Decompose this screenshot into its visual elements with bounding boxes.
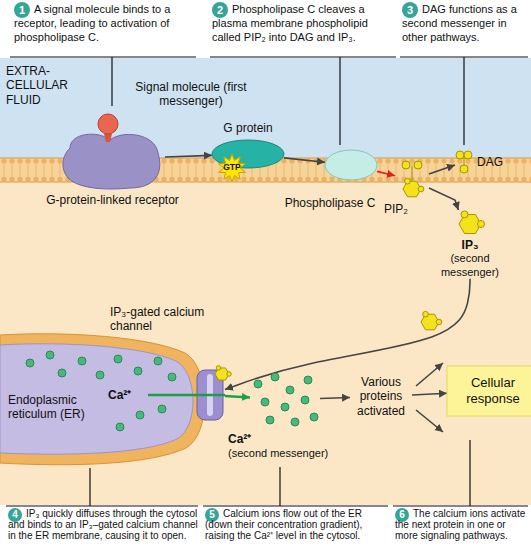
node-label: Phospholipase C: [275, 196, 385, 210]
flow-arrow: [320, 397, 350, 400]
flow-arrow: [412, 393, 447, 395]
receptor-shape: G-protein-linked receptor: [60, 128, 165, 190]
node-label: (second messenger): [420, 252, 520, 278]
flow-arrow: [225, 396, 250, 398]
organelle-shape: Endoplasmic reticulum (ER)IP₃-gated calc…: [0, 335, 205, 465]
callout-number: 2: [212, 2, 228, 18]
node-label: G-protein-linked receptor: [30, 193, 195, 207]
part-label: Ca²⁺: [108, 388, 131, 402]
part-label: EXTRA-CELLULAR FLUID: [6, 64, 72, 107]
part-label: GTP: [217, 162, 247, 172]
ip3-molecule-outline: [420, 210, 520, 238]
result-box: Cellular response: [447, 366, 531, 416]
lipid-molecule-outline: [395, 160, 429, 200]
ip3-molecule: IP₃(second messenger): [420, 210, 520, 279]
callout-number: 1: [14, 2, 30, 18]
callout-text: Calcium ions flow out of the ER (down th…: [205, 508, 387, 541]
callout-text: DAG functions as a second messenger in o…: [402, 2, 528, 44]
callout-text: IP₃ quickly diffuses through the cytosol…: [8, 508, 200, 541]
node-label: Ca²⁺: [228, 432, 348, 446]
lipid-molecule: DAG: [455, 150, 473, 174]
node-label: Various proteins activated: [350, 375, 412, 418]
enzyme-shape: Phospholipase C: [325, 150, 377, 180]
lipid-molecule: PIP₂: [395, 160, 429, 200]
ion-cluster: Ca²⁺(second messenger): [250, 372, 320, 427]
g-protein-shape: G protein: [212, 140, 284, 168]
ip3-molecule: [421, 311, 442, 329]
callout-text: The calcium ions activate the next prote…: [395, 508, 527, 541]
channel-shape-outline: [195, 370, 225, 420]
callout-text: Phospholipase C cleaves a plasma membran…: [212, 2, 398, 44]
node-label: G protein: [198, 121, 298, 135]
flow-arrow: [284, 158, 325, 162]
response-arrows: [416, 363, 443, 432]
callout-number: 3: [402, 2, 418, 18]
receptor-shape-outline: [60, 128, 165, 190]
cytosol: [0, 160, 531, 505]
flow-arrow: [429, 188, 458, 210]
flow-arrow: [377, 171, 395, 175]
ion-cluster-outline: [250, 372, 320, 427]
callout-text: A signal molecule binds to a receptor, l…: [14, 2, 196, 44]
enzyme-shape-outline: [325, 150, 377, 180]
node-label: (second messenger): [228, 447, 348, 460]
lipid-molecule-outline: [455, 150, 473, 174]
node-label: PIP₂: [381, 202, 411, 216]
node-label: DAG: [477, 155, 503, 169]
g-protein-shape-outline: [212, 140, 284, 168]
node-label: Cellular response: [447, 375, 531, 406]
flow-arrow: [225, 279, 470, 390]
node-label: Endoplasmic reticulum (ER): [8, 393, 103, 422]
node-label: IP₃-gated calcium channel: [110, 305, 240, 334]
part-label: Signal molecule (first messenger): [132, 80, 250, 109]
flow-arrow: [165, 155, 212, 157]
flow-arrow: [429, 165, 455, 174]
node-label: IP₃: [420, 238, 520, 252]
channel-shape: IP₃-gated calcium channel: [195, 370, 225, 420]
process-text: Various proteins activated: [350, 375, 412, 418]
